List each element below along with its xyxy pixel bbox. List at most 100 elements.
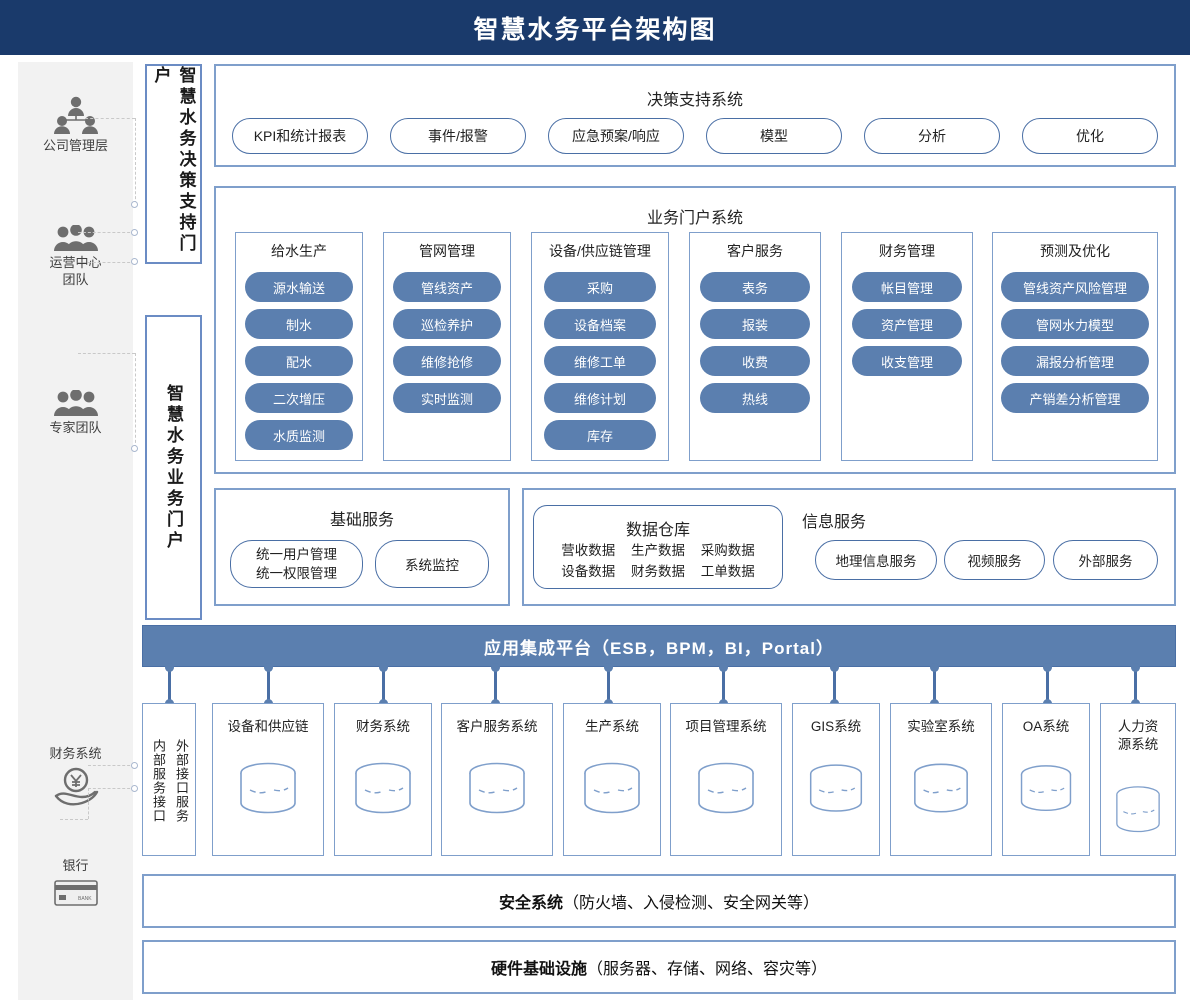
business-item[interactable]: 管线资产 <box>393 272 501 302</box>
business-item[interactable]: 收费 <box>700 346 810 376</box>
connector-line <box>60 819 88 820</box>
security-system-bar[interactable]: 安全系统（防火墙、入侵检测、安全网关等） <box>142 874 1176 928</box>
system-name: 财务系统 <box>356 719 410 734</box>
business-item[interactable]: 源水输送 <box>245 272 353 302</box>
database-icon <box>1020 765 1072 811</box>
basic-service-system-monitor[interactable]: 系统监控 <box>375 540 489 588</box>
interface-labels: 内部服务接口 外部接口服务 <box>143 714 197 847</box>
internal-service-interface-label: 内部服务接口 <box>151 738 166 823</box>
connector-vertical <box>494 667 497 703</box>
business-item[interactable]: 产销差分析管理 <box>1001 383 1149 413</box>
actor-label: 财务系统 <box>49 746 102 761</box>
business-item[interactable]: 配水 <box>245 346 353 376</box>
actor-label: 公司管理层 <box>42 138 108 153</box>
actors-panel: 公司管理层 运营中心 团队 <box>18 62 133 1000</box>
business-item[interactable]: 维修计划 <box>544 383 656 413</box>
info-service-video[interactable]: 视频服务 <box>944 540 1045 580</box>
security-system-detail: （防火墙、入侵检测、安全网关等） <box>563 895 820 912</box>
dw-item: 设备数据 <box>561 564 616 579</box>
system-customer-service[interactable]: 客户服务系统 <box>441 703 553 856</box>
decision-support-title: 决策支持系统 <box>646 92 743 109</box>
system-project-management[interactable]: 项目管理系统 <box>670 703 782 856</box>
connector-line <box>88 788 135 789</box>
page-title: 智慧水务平台架构图 <box>0 0 1190 55</box>
decision-item-model[interactable]: 模型 <box>706 118 842 154</box>
actor-operation-center-team: 运营中心 团队 <box>18 225 133 288</box>
system-oa[interactable]: OA系统 <box>1002 703 1090 856</box>
business-item[interactable]: 维修工单 <box>544 346 656 376</box>
decision-item-analysis[interactable]: 分析 <box>864 118 1000 154</box>
connector-dot <box>131 445 138 452</box>
business-item[interactable]: 制水 <box>245 309 353 339</box>
business-item[interactable]: 实时监测 <box>393 383 501 413</box>
business-item[interactable]: 收支管理 <box>852 346 962 376</box>
connector-line <box>135 353 136 448</box>
decision-item-event-alarm[interactable]: 事件/报警 <box>390 118 526 154</box>
system-equipment-supply[interactable]: 设备和供应链 <box>212 703 324 856</box>
dw-item: 工单数据 <box>700 564 755 579</box>
system-production[interactable]: 生产系统 <box>563 703 661 856</box>
business-item[interactable]: 库存 <box>544 420 656 450</box>
business-column-header: 财务管理 <box>879 243 935 259</box>
decision-item-kpi[interactable]: KPI和统计报表 <box>232 118 368 154</box>
connector-dot <box>264 663 273 672</box>
basic-service-user-auth[interactable]: 统一用户管理 统一权限管理 <box>230 540 363 588</box>
connector-vertical <box>607 667 610 703</box>
system-gis[interactable]: GIS系统 <box>792 703 880 856</box>
business-item[interactable]: 漏报分析管理 <box>1001 346 1149 376</box>
database-icon <box>914 763 968 813</box>
business-item[interactable]: 采购 <box>544 272 656 302</box>
external-interface-service-label: 外部接口服务 <box>174 738 189 823</box>
business-item[interactable]: 维修抢修 <box>393 346 501 376</box>
dw-item: 营收数据 <box>561 543 616 558</box>
business-item[interactable]: 巡检养护 <box>393 309 501 339</box>
decision-item-optimize[interactable]: 优化 <box>1022 118 1158 154</box>
business-item[interactable]: 设备档案 <box>544 309 656 339</box>
team-people-icon <box>53 225 98 251</box>
connector-dot <box>165 663 174 672</box>
interface-column[interactable]: 内部服务接口 外部接口服务 <box>142 703 196 856</box>
system-human-resources[interactable]: 人力资 源系统 <box>1100 703 1176 856</box>
system-name: 客户服务系统 <box>456 719 538 734</box>
data-warehouse-box[interactable]: 数据仓库 营收数据 生产数据 采购数据 设备数据 财务数据 工单数据 <box>533 505 783 589</box>
business-item[interactable]: 热线 <box>700 383 810 413</box>
portal-decision-support[interactable]: 智慧水务决策支持门户 <box>145 64 202 264</box>
business-item[interactable]: 帐目管理 <box>852 272 962 302</box>
actor-company-management: 公司管理层 <box>18 96 133 154</box>
connector-dot <box>131 762 138 769</box>
business-item[interactable]: 水质监测 <box>245 420 353 450</box>
business-column-header: 客户服务 <box>727 243 783 259</box>
business-item[interactable]: 资产管理 <box>852 309 962 339</box>
decision-item-emergency[interactable]: 应急预案/响应 <box>548 118 684 154</box>
integration-platform-bar[interactable]: 应用集成平台（ESB，BPM，BI，Portal） <box>142 625 1176 667</box>
system-laboratory[interactable]: 实验室系统 <box>890 703 992 856</box>
connector-vertical <box>1046 667 1049 703</box>
business-item[interactable]: 管网水力模型 <box>1001 309 1149 339</box>
data-warehouse-rows: 营收数据 生产数据 采购数据 设备数据 财务数据 工单数据 <box>534 540 782 582</box>
business-item[interactable]: 管线资产风险管理 <box>1001 272 1149 302</box>
database-icon <box>355 762 411 814</box>
dw-item: 生产数据 <box>631 543 685 558</box>
info-service-gis[interactable]: 地理信息服务 <box>815 540 937 580</box>
money-hand-icon <box>54 767 98 806</box>
portal-business[interactable]: 智慧水务业务门户 <box>145 315 202 620</box>
business-item[interactable]: 表务 <box>700 272 810 302</box>
connector-dot <box>131 785 138 792</box>
info-service-external[interactable]: 外部服务 <box>1053 540 1158 580</box>
actor-label: 银行 <box>62 858 89 873</box>
connector-line <box>135 118 136 204</box>
hardware-infrastructure-bar[interactable]: 硬件基础设施（服务器、存储、网络、容灾等） <box>142 940 1176 994</box>
database-icon <box>584 762 640 814</box>
business-item[interactable]: 二次增压 <box>245 383 353 413</box>
connector-line <box>78 353 135 354</box>
business-portal-title: 业务门户系统 <box>646 210 743 227</box>
business-column-header: 预测及优化 <box>1040 243 1110 259</box>
actor-label-line1: 运营中心 <box>49 255 102 270</box>
business-column-header: 给水生产 <box>271 243 327 259</box>
connector-vertical <box>267 667 270 703</box>
connector-dot <box>131 201 138 208</box>
business-item[interactable]: 报装 <box>700 309 810 339</box>
security-system-title: 安全系统 <box>498 895 563 912</box>
system-name: 项目管理系统 <box>685 719 767 734</box>
system-finance[interactable]: 财务系统 <box>334 703 432 856</box>
